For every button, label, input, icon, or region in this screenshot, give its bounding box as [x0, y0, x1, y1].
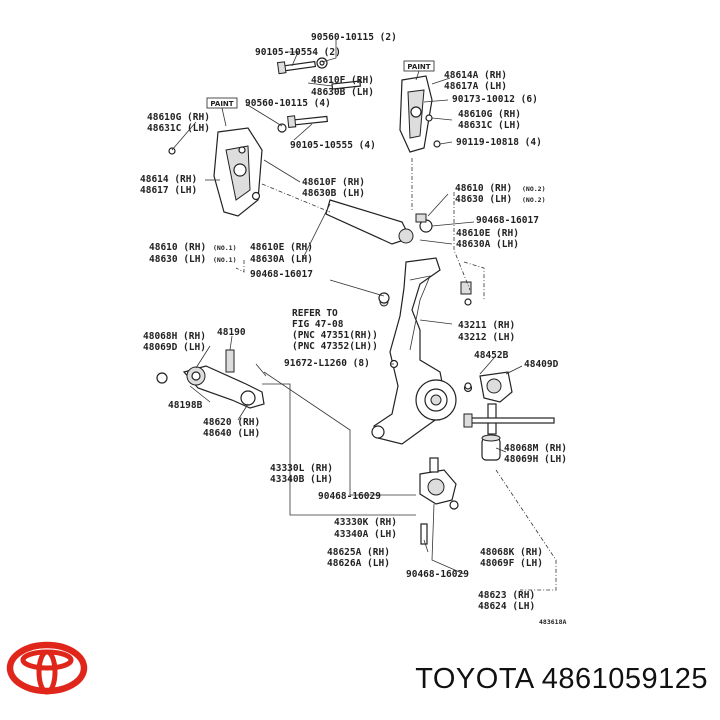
- figure-id: 483618A: [539, 618, 566, 626]
- part-number: 4861059125: [541, 663, 708, 695]
- label-48630B-lh-mid: 48630B (LH): [302, 188, 365, 199]
- label-48610E-rh-right: 48610E (RH): [456, 228, 519, 239]
- label-48409D: 48409D: [524, 359, 559, 370]
- label-48068M-rh: 48068M (RH): [504, 443, 567, 454]
- bolt-48452B: [463, 413, 555, 428]
- centerlines: [235, 158, 557, 591]
- label-90468-16029-mid: 90468-16029: [318, 491, 381, 502]
- lower-control-arm-48620: [156, 349, 265, 409]
- note-no2-b: (NO.2): [522, 196, 545, 204]
- label-48614-rh: 48614 (RH): [140, 174, 197, 185]
- bracket-48614A: [399, 75, 441, 153]
- callout-labels: 90560-10115 (2) 90105-10554 (2) 48610F (…: [140, 32, 567, 626]
- label-48630B-lh-top: 48630B (LH): [311, 87, 374, 98]
- bracket-48614: [168, 127, 263, 217]
- steering-knuckle-43211: [371, 257, 473, 445]
- label-48626A-lh: 48626A (LH): [327, 558, 390, 569]
- ball-joint-48409D: [464, 371, 513, 435]
- label-48631C-lh-left: 48631C (LH): [147, 123, 210, 134]
- label-90119-10818: 90119-10818 (4): [456, 137, 542, 148]
- nut-90560-10115: [316, 57, 328, 69]
- label-48630A-lh-right: 48630A (LH): [456, 239, 519, 250]
- label-48624-lh: 48624 (LH): [478, 601, 535, 612]
- label-48610G-rh-right: 48610G (RH): [458, 109, 521, 120]
- label-48610-rh-no1: 48610 (RH): [149, 242, 206, 253]
- label-48068H-rh: 48068H (RH): [143, 331, 206, 342]
- label-43330K-rh: 43330K (RH): [334, 517, 397, 528]
- label-90105-10555: 90105-10555 (4): [290, 140, 376, 151]
- label-48198B: 48198B: [168, 400, 203, 411]
- bolt-90105-10554: [276, 60, 317, 75]
- note-no2-a: (NO.2): [522, 185, 545, 193]
- bushing-48068M: [481, 434, 501, 461]
- label-pnc-47351: (PNC 47351(RH)): [292, 330, 378, 341]
- label-43211-rh: 43211 (RH): [458, 320, 515, 331]
- label-48630-lh-no2: 48630 (LH): [455, 194, 512, 205]
- paint-tag-right: PAINT: [403, 60, 435, 81]
- washer-90560-10115-4: [277, 123, 287, 133]
- label-fig-47-08: FIG 47-08: [292, 319, 344, 330]
- label-91672-L1260: 91672-L1260 (8): [284, 358, 370, 369]
- label-48623-rh: 48623 (RH): [478, 590, 535, 601]
- label-90560-10115-2: 90560-10115 (2): [311, 32, 397, 43]
- label-90468-16017-left: 90468-16017: [250, 269, 313, 280]
- label-48610E-rh-left: 48610E (RH): [250, 242, 313, 253]
- label-48630A-lh-left: 48630A (LH): [250, 254, 313, 265]
- bolt-48610F: [331, 80, 362, 90]
- label-48069H-lh: 48069H (LH): [504, 454, 567, 465]
- small-nut-48630A: [378, 281, 472, 306]
- label-48610-rh-no2: 48610 (RH): [455, 183, 512, 194]
- toyota-logo-icon: [6, 641, 88, 695]
- bolt-90105-10555: [287, 115, 328, 129]
- label-48614A-rh: 48614A (RH): [444, 70, 507, 81]
- label-90173-10012: 90173-10012 (6): [452, 94, 538, 105]
- label-48617-lh: 48617 (LH): [140, 185, 197, 196]
- brand-name: TOYOTA: [415, 663, 534, 695]
- label-refer-to: REFER TO: [292, 308, 338, 319]
- label-48069F-lh: 48069F (LH): [480, 558, 543, 569]
- label-48610F-rh-mid: 48610F (RH): [302, 177, 365, 188]
- label-48617A-lh: 48617A (LH): [444, 81, 507, 92]
- svg-text:PAINT: PAINT: [407, 63, 430, 71]
- label-pnc-47352: (PNC 47352(LH)): [292, 341, 378, 352]
- label-43340A-lh: 43340A (LH): [334, 529, 397, 540]
- label-43212-lh: 43212 (LH): [458, 332, 515, 343]
- label-90468-16029-bottom: 90468-16029: [406, 569, 469, 580]
- note-no1-a: (NO.1): [213, 244, 236, 252]
- label-43340B-lh: 43340B (LH): [270, 474, 333, 485]
- parts-artwork: [156, 57, 555, 545]
- label-48640-lh: 48640 (LH): [203, 428, 260, 439]
- label-48631C-lh-right: 48631C (LH): [458, 120, 521, 131]
- label-48068K-rh: 48068K (RH): [480, 547, 543, 558]
- product-caption: TOYOTA 4861059125: [415, 663, 708, 696]
- label-48069D-lh: 48069D (LH): [143, 342, 206, 353]
- label-90105-10554: 90105-10554 (2): [255, 47, 341, 58]
- upper-control-arm: [325, 199, 433, 245]
- label-48630-lh-no1: 48630 (LH): [149, 254, 206, 265]
- label-48190: 48190: [217, 327, 246, 338]
- paint-tag-left: PAINT: [206, 97, 238, 127]
- label-90468-16017-right: 90468-16017: [476, 215, 539, 226]
- note-no1-b: (NO.1): [213, 256, 236, 264]
- label-48610G-rh-left: 48610G (RH): [147, 112, 210, 123]
- label-90560-10115-4: 90560-10115 (4): [245, 98, 331, 109]
- leader-lines: [171, 40, 523, 575]
- label-48625A-rh: 48625A (RH): [327, 547, 390, 558]
- ball-joint-43330: [419, 457, 459, 545]
- svg-text:PAINT: PAINT: [210, 100, 233, 108]
- label-48452B: 48452B: [474, 350, 509, 361]
- label-48610F-rh-top: 48610F (RH): [311, 75, 374, 86]
- label-43330L-rh: 43330L (RH): [270, 463, 333, 474]
- label-48620-rh: 48620 (RH): [203, 417, 260, 428]
